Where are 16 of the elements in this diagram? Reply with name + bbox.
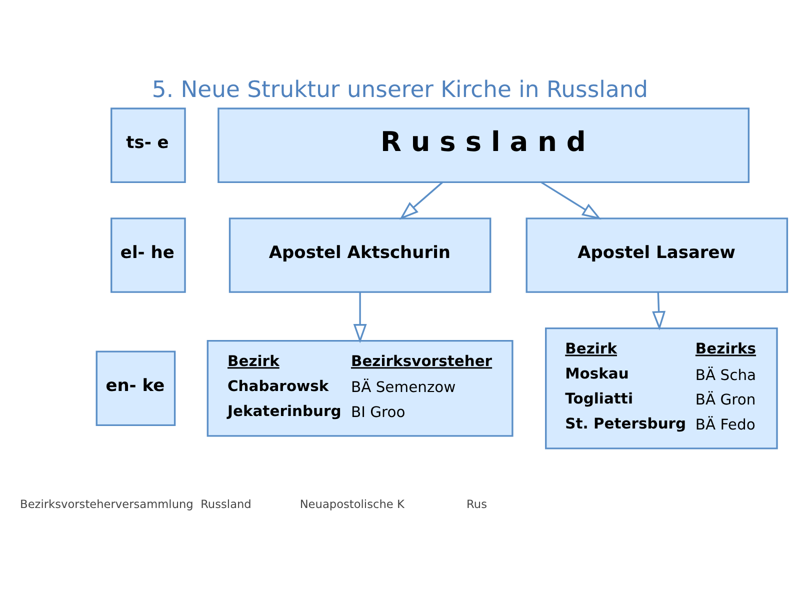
- node-box: ts- e: [110, 108, 186, 184]
- node-box: Bezirk Bezirksvorsteher Chabarowsk BÄ Semenzow Jekaterinburg BI Groo: [206, 340, 514, 437]
- label: Bezirksvorsteherversammlung Russland: [20, 496, 252, 511]
- label: Rus: [466, 496, 487, 511]
- arrow: [540, 182, 602, 220]
- node-box: Apostel Lasarew: [526, 218, 788, 293]
- arrow: [652, 292, 666, 330]
- label: Neuapostolische K: [300, 496, 404, 511]
- node-box: Bezirk Bezirks Moskau BÄ Scha Togliatti BÄ Gron St. Petersburg BÄ Fedo: [545, 327, 778, 450]
- arrow: [353, 292, 367, 344]
- node-box: R u s s l a n d: [218, 108, 750, 184]
- diagram-title: 5. Neue Struktur unserer Kirche in Russland: [152, 77, 648, 104]
- node-box: en- ke: [96, 350, 176, 426]
- arrow: [400, 182, 443, 220]
- node-box: el- he: [110, 218, 186, 293]
- node-box: Apostel Aktschurin: [228, 218, 492, 293]
